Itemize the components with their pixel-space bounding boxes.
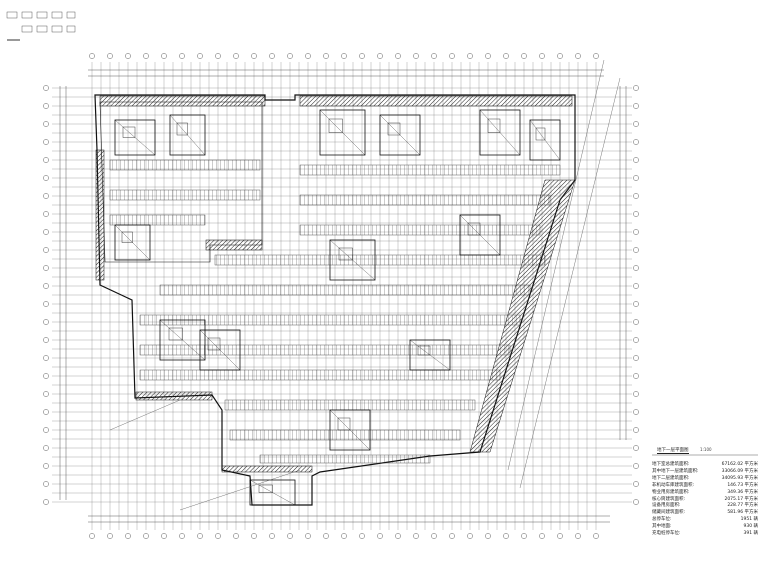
plan-scale: 1:100 <box>700 447 712 452</box>
stat-row: 设备用房面积:228.77 平方米 <box>652 503 758 509</box>
stat-row: 地下二层建筑面积:34095.93 平方米 <box>652 475 758 481</box>
stat-row: 充电桩停车位:391 辆 <box>652 531 758 537</box>
axis-bubbles <box>43 53 639 539</box>
stat-row: 物业用房建筑面积:349.36 平方米 <box>652 489 758 495</box>
stat-row: 非机动车库建筑面积:146.73 平方米 <box>652 482 758 488</box>
plan-title: 地下一层平面图 <box>657 448 689 454</box>
parking-stall-rows <box>109 159 561 464</box>
stat-row: 总停车位:1951 辆 <box>652 517 758 523</box>
hatched-walls <box>95 95 576 473</box>
stat-row: 储藏间建筑面积:581.96 平方米 <box>652 510 758 516</box>
site-boundary-lines <box>109 59 621 511</box>
stair-core-blocks <box>114 109 561 506</box>
legend-box <box>6 6 78 46</box>
area-statistics: 地下室总建筑面积:67162.02 平方米 其中地下一层建筑面积:33066.0… <box>652 462 758 538</box>
dimension-chains <box>59 69 627 523</box>
stat-row: 核心筒建筑面积:2075.17 平方米 <box>652 496 758 502</box>
stat-row: 其中地面:930 辆 <box>652 524 758 530</box>
stat-row: 其中地下一层建筑面积:33066.09 平方米 <box>652 468 758 474</box>
stat-row: 地下室总建筑面积:67162.02 平方米 <box>652 462 758 467</box>
legend-symbols <box>6 11 76 41</box>
